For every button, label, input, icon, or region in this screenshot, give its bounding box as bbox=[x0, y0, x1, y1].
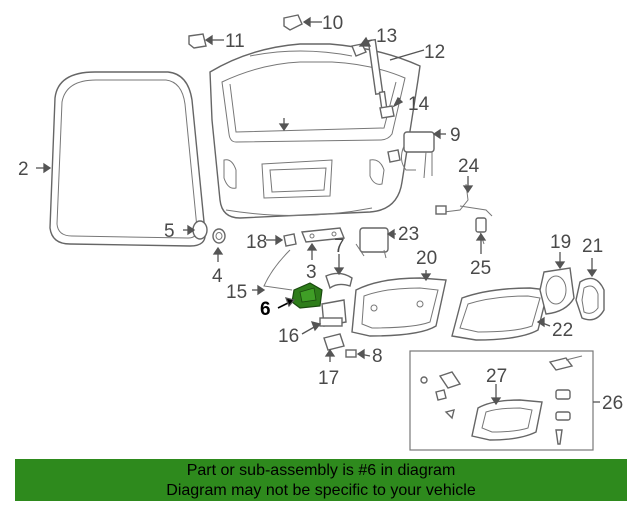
callout-24: 24 bbox=[458, 156, 480, 177]
callout-18: 18 bbox=[246, 232, 267, 253]
bumper-part-4[interactable] bbox=[212, 228, 226, 244]
weatherstrip-part[interactable] bbox=[49, 71, 206, 247]
garnish-part-20[interactable] bbox=[351, 277, 447, 337]
callout-6: 6 bbox=[260, 299, 271, 320]
bracket-part-11[interactable] bbox=[188, 33, 207, 49]
clip-part-13[interactable] bbox=[351, 43, 367, 57]
banner-line-2: Diagram may not be specific to your vehi… bbox=[166, 482, 476, 499]
part-17[interactable] bbox=[323, 333, 345, 351]
banner-line-1: Part or sub-assembly is #6 in diagram bbox=[186, 462, 456, 479]
clip-part-14[interactable] bbox=[379, 105, 395, 119]
callout-21: 21 bbox=[582, 236, 603, 257]
callout-25: 25 bbox=[470, 258, 491, 279]
parts-diagram: 2 11 10 13 12 14 9 24 25 5 4 18 3 7 23 1… bbox=[18, 13, 623, 451]
inset-small-parts[interactable] bbox=[420, 355, 583, 445]
rod-part-24[interactable] bbox=[435, 183, 493, 217]
callout-27: 27 bbox=[486, 366, 507, 387]
callout-14: 14 bbox=[408, 94, 430, 115]
clip-part-8[interactable] bbox=[345, 349, 357, 358]
callout-12: 12 bbox=[424, 42, 445, 63]
callout-13: 13 bbox=[376, 26, 397, 47]
moulding-part-22[interactable] bbox=[451, 287, 549, 341]
handle-assembly-part-27[interactable] bbox=[471, 399, 543, 441]
callout-20: 20 bbox=[416, 248, 437, 269]
callout-10: 10 bbox=[322, 13, 343, 34]
callout-3: 3 bbox=[306, 262, 317, 283]
callout-16: 16 bbox=[278, 326, 299, 347]
callout-4: 4 bbox=[212, 266, 223, 287]
leader-lines bbox=[36, 16, 600, 406]
part-18[interactable] bbox=[283, 233, 297, 247]
latch-part-9[interactable] bbox=[387, 131, 435, 179]
lock-part-6-highlighted[interactable] bbox=[291, 282, 323, 309]
handle-part-7[interactable] bbox=[325, 272, 353, 290]
callout-8: 8 bbox=[372, 346, 383, 367]
callout-22: 22 bbox=[552, 320, 573, 341]
bracket-part-10[interactable] bbox=[283, 14, 303, 31]
part-16[interactable] bbox=[319, 299, 347, 327]
callout-19: 19 bbox=[550, 232, 571, 253]
callout-15: 15 bbox=[226, 282, 247, 303]
callout-23: 23 bbox=[398, 224, 419, 245]
callout-2: 2 bbox=[18, 159, 29, 180]
rod-part-15[interactable] bbox=[263, 249, 293, 291]
motor-part-23[interactable] bbox=[355, 227, 389, 259]
callout-9: 9 bbox=[450, 125, 461, 146]
callout-7: 7 bbox=[334, 236, 345, 257]
back-door-part[interactable] bbox=[209, 43, 421, 219]
callout-26: 26 bbox=[602, 393, 623, 414]
info-banner: Part or sub-assembly is #6 in diagram Di… bbox=[15, 459, 627, 501]
callout-5: 5 bbox=[164, 221, 175, 242]
hinge-part-3[interactable] bbox=[301, 227, 345, 243]
seal-part-21[interactable] bbox=[575, 277, 605, 321]
cover-part-19[interactable] bbox=[539, 267, 575, 315]
callout-labels: 2 11 10 13 12 14 9 24 25 5 4 18 3 7 23 1… bbox=[18, 13, 623, 414]
callout-17: 17 bbox=[318, 368, 339, 389]
callout-11: 11 bbox=[225, 31, 245, 52]
